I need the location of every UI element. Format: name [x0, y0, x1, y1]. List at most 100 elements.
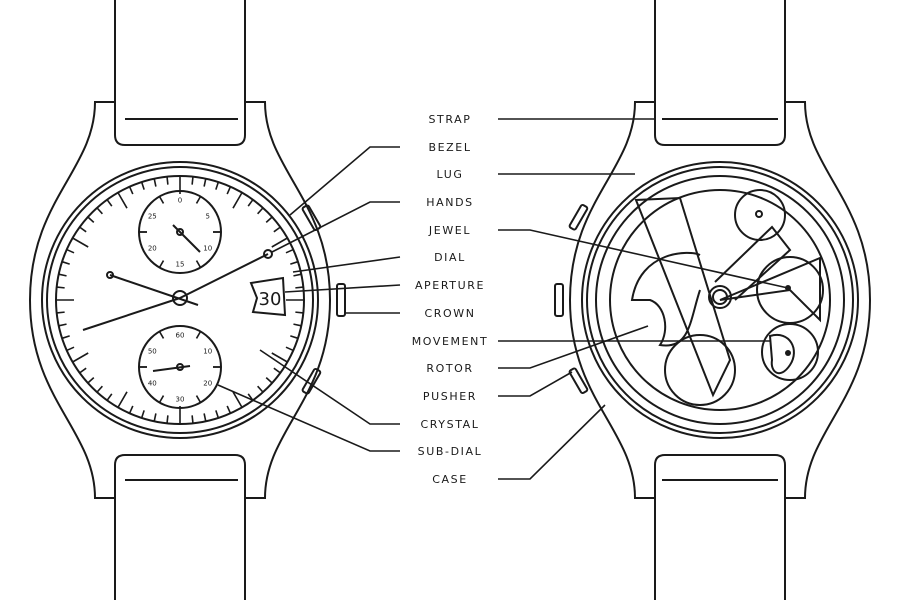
pusher-bottom — [568, 367, 589, 395]
label-lug: LUG — [437, 168, 464, 181]
bezel-inner — [46, 166, 314, 434]
case-lugs — [28, 101, 332, 499]
dial-tick — [232, 192, 243, 209]
dial-tick — [96, 385, 103, 393]
balance-arm — [719, 256, 821, 323]
dial-tick — [72, 352, 89, 363]
leader-jewel — [498, 229, 789, 289]
leader-case — [498, 404, 606, 480]
subdial-tick — [195, 331, 202, 339]
dial-tick — [247, 199, 254, 207]
hour-hand — [82, 297, 181, 331]
label-pusher: PUSHER — [423, 390, 477, 403]
dial-tick — [56, 311, 65, 314]
subdial-numeral: 50 — [148, 348, 157, 356]
labels: STRAP BEZEL LUG HANDS JEWEL DIAL APERTUR… — [412, 113, 489, 486]
dial-tick — [140, 410, 145, 419]
subdial-tick — [158, 260, 165, 268]
subdial-tick — [158, 196, 165, 204]
dial-tick — [58, 323, 67, 327]
leader-crystal — [259, 349, 400, 425]
wheel-lower-right — [761, 323, 819, 381]
subdial-tick — [195, 260, 202, 268]
subdial-top-pivot — [176, 228, 184, 236]
minute-hand — [179, 253, 269, 299]
caseback-ring — [586, 166, 854, 434]
label-crown: CROWN — [424, 307, 475, 320]
dial-tick — [87, 377, 95, 384]
leader-subdial — [217, 384, 400, 452]
dial-tick — [191, 415, 194, 424]
seconds-hand — [109, 274, 199, 306]
jewel-outer — [708, 285, 732, 309]
label-dial: DIAL — [434, 251, 466, 264]
subdial-numeral: 30 — [176, 396, 185, 404]
dial-tick — [257, 385, 264, 393]
dial-tick — [72, 237, 89, 248]
dial-tick — [295, 286, 304, 289]
caseback-inner — [595, 175, 845, 425]
subdial-numeral: 10 — [203, 348, 212, 356]
label-case: CASE — [432, 473, 468, 486]
subdial-tick — [195, 395, 202, 403]
subdial-numeral: 20 — [148, 245, 157, 253]
dial-tick — [257, 207, 264, 215]
label-movement: MOVEMENT — [412, 335, 489, 348]
leader-aperture — [284, 284, 401, 293]
dial-tick — [106, 199, 113, 207]
leader-rotor — [498, 325, 649, 369]
dial-tick — [285, 248, 294, 254]
dial-tick — [285, 346, 294, 352]
subdial-tick — [158, 331, 165, 339]
subdial-numeral: 0 — [178, 197, 182, 205]
label-aperture: APERTURE — [415, 279, 485, 292]
subdial-numeral: 25 — [148, 213, 157, 221]
crown — [336, 283, 346, 317]
dial-tick — [140, 181, 145, 190]
caseback-outer — [581, 161, 859, 439]
subdial-numeral: 40 — [148, 380, 157, 388]
regulator — [768, 333, 795, 375]
wheel-top — [734, 189, 786, 241]
dial-tick — [265, 377, 273, 384]
top-strap — [654, 0, 786, 146]
leader-lines — [217, 118, 789, 480]
dial-tick — [226, 405, 232, 414]
bottom-strap — [114, 454, 246, 600]
leader-dial — [292, 256, 401, 273]
dial-tick — [66, 248, 75, 254]
label-strap: STRAP — [428, 113, 471, 126]
leader-bezel — [289, 146, 400, 216]
dial-tick — [290, 335, 299, 340]
dial-tick — [191, 176, 194, 185]
label-hands: HANDS — [426, 196, 473, 209]
dial-tick — [273, 226, 281, 233]
dial-tick — [128, 405, 134, 414]
case-lugs — [568, 101, 872, 499]
front-watch: 30 — [28, 0, 346, 600]
subdial-top-hand — [172, 224, 201, 253]
subdial-tick — [195, 196, 202, 204]
subdial-numeral: 10 — [203, 245, 212, 253]
label-crystal: CRYSTAL — [420, 418, 479, 431]
wheel-bottom — [664, 334, 736, 406]
dial-tick — [226, 186, 232, 195]
top-strap — [114, 0, 246, 146]
dial-tick — [232, 391, 243, 408]
dial-tick — [79, 367, 87, 374]
subdial-top-ticks — [139, 196, 221, 268]
subdial-bottom-ticks — [139, 331, 221, 403]
label-rotor: ROTOR — [426, 362, 473, 375]
leader-hands — [271, 201, 400, 253]
dial-tick — [128, 186, 134, 195]
bezel-outer — [41, 161, 319, 439]
dial-tick — [87, 216, 95, 223]
subdial-numeral: 60 — [176, 332, 185, 340]
dial-tick — [290, 260, 299, 265]
subdial-bottom-pivot — [176, 363, 184, 371]
subdial-tick — [158, 395, 165, 403]
dial-tick — [153, 413, 157, 422]
dial-tick — [271, 352, 288, 363]
pusher-top — [568, 203, 589, 231]
